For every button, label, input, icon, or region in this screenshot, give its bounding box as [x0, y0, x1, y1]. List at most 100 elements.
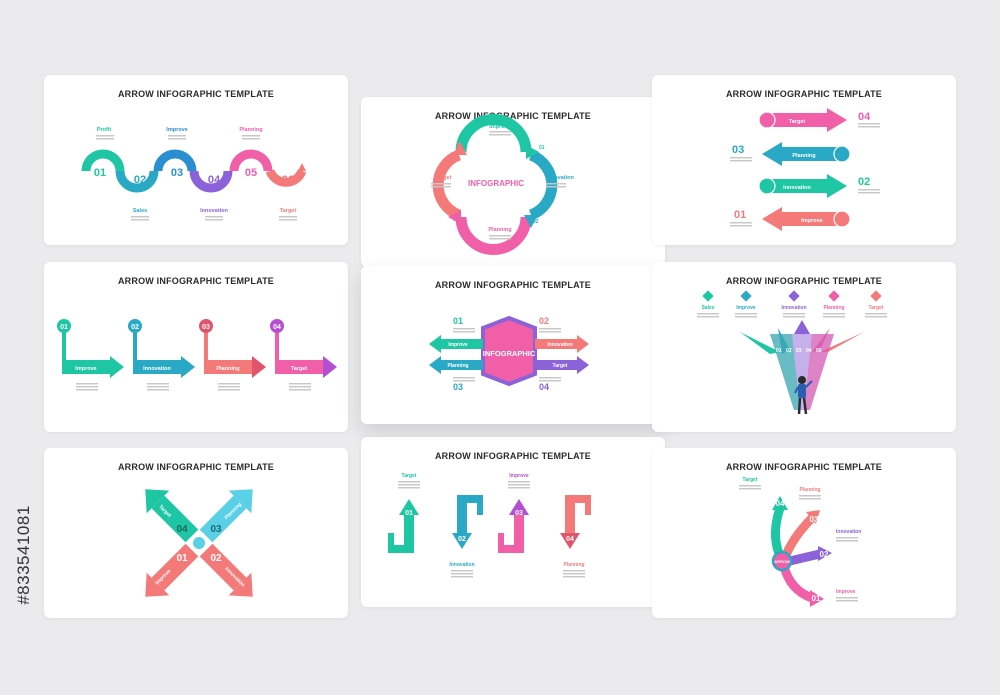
label-target: Target	[743, 477, 758, 483]
label-planning: Planning	[216, 366, 239, 372]
card-title: ARROW INFOGRAPHIC TEMPLATE	[434, 280, 592, 290]
circle-arc-target	[432, 149, 462, 221]
card-title: ARROW INFOGRAPHIC TEMPLATE	[725, 89, 883, 99]
label-improve: Improve	[801, 218, 822, 224]
step-number-06: 06	[282, 174, 294, 186]
circular-arrows-graphic: INFOGRAPHIC 01 02 03 04 Improve Innovati…	[431, 114, 574, 255]
step-number-03: 03	[732, 144, 744, 156]
label-target: Target	[789, 119, 806, 125]
step-number-01: 01	[812, 594, 821, 603]
step-label-target: Target	[280, 208, 297, 214]
step-label-improve: Improve	[166, 127, 187, 133]
card-title: ARROW INFOGRAPHIC TEMPLATE	[725, 276, 883, 286]
step-number-04: 04	[539, 382, 549, 392]
card-circular-arrows[interactable]: ARROW INFOGRAPHIC TEMPLATE INFOGRAPHIC 0…	[361, 97, 665, 267]
circle-arc-improve	[455, 114, 532, 153]
step-number-01: 01	[539, 145, 545, 151]
step-number-02: 02	[786, 348, 792, 354]
step-label-profit: Profit	[97, 127, 112, 133]
label-improve: Improve	[509, 473, 529, 479]
step-number-03: 03	[171, 167, 183, 179]
step-number-02: 02	[131, 324, 139, 331]
cross-arrows-graphic: 04 03 01 02 Target Planning Improve Inno…	[145, 489, 253, 597]
label-innovation: Innovation	[143, 366, 171, 372]
step-number-03: 03	[210, 524, 222, 535]
card-banner-arrows[interactable]: ARROW INFOGRAPHIC TEMPLATE Target Planni…	[652, 75, 956, 245]
step-number-01: 01	[94, 167, 106, 179]
step-number-02: 02	[820, 550, 829, 559]
label-planning: Planning	[488, 227, 511, 233]
step-label-innovation: Innovation	[200, 208, 228, 214]
center-title: INFOGRAPHIC	[468, 179, 524, 188]
placeholder-text-lines	[398, 481, 585, 578]
label-improve: Improve	[736, 305, 756, 311]
step-number-04: 04	[208, 174, 221, 186]
banner-arrows-graphic: Target Planning Innovation Improve 04 03…	[730, 108, 880, 231]
card-curved-arrows[interactable]: ARROW INFOGRAPHIC TEMPLATE ARROW 04 03 0…	[652, 448, 956, 618]
card-title: ARROW INFOGRAPHIC TEMPLATE	[434, 451, 592, 461]
placeholder-text-lines	[431, 131, 566, 240]
label-improve: Improve	[448, 342, 468, 348]
step-number-01: 01	[405, 510, 413, 517]
step-number-03: 03	[796, 348, 802, 354]
step-number-03: 03	[515, 510, 523, 517]
curved-arrows-graphic: ARROW 04 03 02 01 Target Planning Innova…	[739, 477, 861, 607]
card-title: ARROW INFOGRAPHIC TEMPLATE	[117, 89, 275, 99]
step-number-04: 04	[858, 111, 871, 123]
hook-arrow-04	[560, 495, 591, 549]
hook-arrow-03	[498, 499, 529, 553]
card-l-arrows[interactable]: ARROW INFOGRAPHIC TEMPLATE 01 02	[44, 262, 348, 432]
label-target: Target	[435, 175, 452, 181]
placeholder-text-lines	[96, 135, 297, 221]
step-number-01: 01	[453, 316, 463, 326]
step-number-04: 04	[566, 536, 574, 543]
wave-arrow-head	[298, 163, 306, 171]
card-cross-arrows[interactable]: ARROW INFOGRAPHIC TEMPLATE 04 03 01 02 T…	[44, 448, 348, 618]
wave-arc-01	[81, 149, 125, 172]
placeholder-text-lines	[730, 123, 880, 227]
step-number-02: 02	[210, 553, 222, 564]
placeholder-text-lines	[697, 313, 887, 318]
step-number-05: 05	[245, 167, 257, 179]
hexagon-arrows-graphic: INFOGRAPHIC Improve Innovation Planning …	[429, 315, 589, 392]
step-number-04: 04	[776, 499, 785, 508]
hook-arrow-01	[388, 499, 419, 553]
card-funnel-person[interactable]: ARROW INFOGRAPHIC TEMPLATE Sales Improve…	[652, 262, 956, 432]
wave-arrows-graphic: 01 02 03 04 05 06 Profit Sales Improve I…	[81, 127, 307, 221]
label-planning: Planning	[447, 363, 468, 369]
card-title: ARROW INFOGRAPHIC TEMPLATE	[117, 276, 275, 286]
circle-arc-planning	[455, 216, 532, 255]
label-target: Target	[869, 305, 884, 311]
funnel-person-graphic: Sales Improve Innovation Planning Target…	[697, 290, 887, 415]
step-number-02: 02	[539, 316, 549, 326]
wave-arc-02	[115, 170, 159, 193]
step-number-03: 03	[810, 515, 819, 524]
label-innovation: Innovation	[547, 342, 572, 348]
label-innovation: Innovation	[781, 305, 806, 311]
step-number-03: 03	[202, 324, 210, 331]
step-number-01: 01	[176, 553, 188, 564]
card-hook-arrows[interactable]: ARROW INFOGRAPHIC TEMPLATE 01 02	[361, 437, 665, 607]
step-number-02: 02	[458, 536, 466, 543]
label-target: Target	[291, 366, 308, 372]
circle-arc-innovation	[528, 149, 558, 221]
card-wave-arrows[interactable]: ARROW INFOGRAPHIC TEMPLATE 01 02 03 04 0…	[44, 75, 348, 245]
label-innovation: Innovation	[836, 529, 861, 535]
center-title: INFOGRAPHIC	[483, 349, 536, 358]
step-number-04: 04	[176, 524, 188, 535]
center-title: ARROW	[774, 559, 790, 564]
step-number-03: 03	[453, 217, 459, 223]
person-illustration	[794, 376, 813, 415]
placeholder-text-lines	[739, 485, 858, 602]
step-number-02: 02	[134, 174, 146, 186]
step-number-04: 04	[273, 324, 281, 331]
label-improve: Improve	[489, 124, 510, 130]
step-number-03: 03	[453, 382, 463, 392]
label-improve: Improve	[75, 366, 96, 372]
step-number-01: 01	[734, 209, 746, 221]
card-hexagon-arrows[interactable]: ARROW INFOGRAPHIC TEMPLATE INFOGRAPHIC I…	[361, 266, 665, 424]
card-title: ARROW INFOGRAPHIC TEMPLATE	[434, 111, 592, 121]
l-arrows-graphic: 01 02 03 04 Improve Innovation Planning …	[57, 319, 337, 391]
step-number-05: 05	[816, 348, 822, 354]
label-target: Target	[402, 473, 417, 479]
